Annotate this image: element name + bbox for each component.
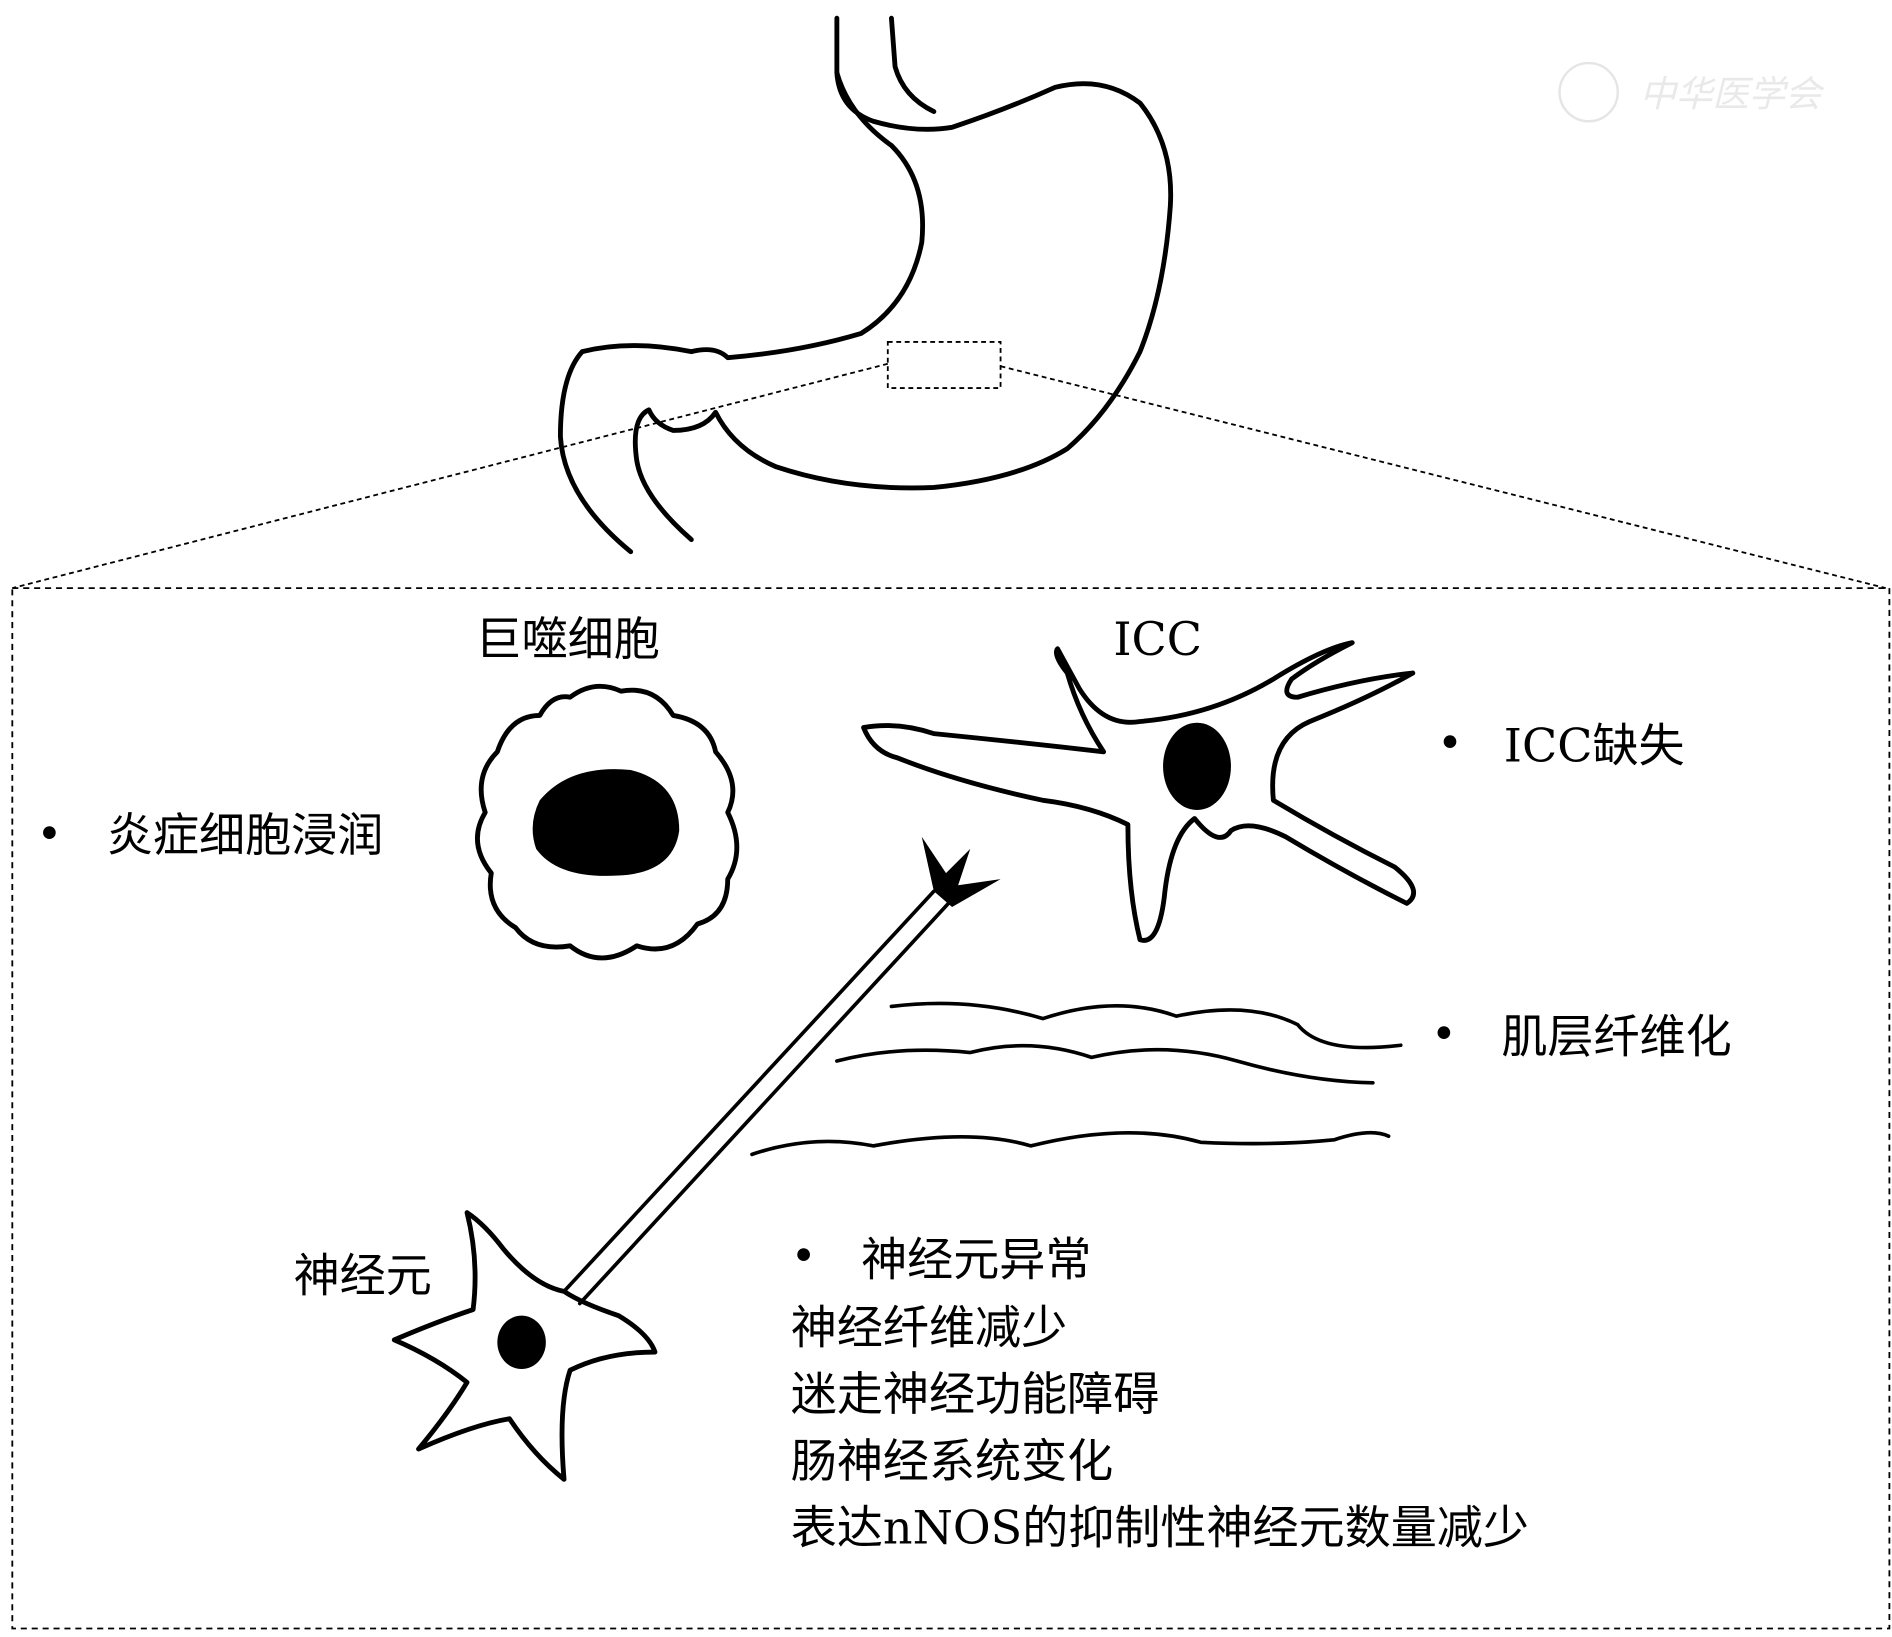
finding-fibrosis: 肌层纤维化 <box>1501 1010 1731 1064</box>
bullet: • <box>1437 718 1463 769</box>
neuron-findings: • 神经元异常 神经纤维减少 迷走神经功能障碍 肠神经系统变化 表达nNOS的抑… <box>791 1231 1529 1555</box>
finding-icc-loss: ICC缺失 <box>1504 719 1685 773</box>
bullet: • <box>791 1231 817 1282</box>
icc-label: ICC <box>1113 612 1202 666</box>
macrophage-label: 巨噬细胞 <box>476 612 660 666</box>
bullet: • <box>1431 1009 1457 1060</box>
bullet: • <box>37 809 63 860</box>
society-seal-icon <box>1558 61 1619 123</box>
watermark: 中华医学会 <box>1558 61 1825 123</box>
icc-nucleus <box>1163 722 1231 811</box>
neuron-label: 神经元 <box>294 1248 432 1302</box>
finding-neuron-abnormal: 神经元异常 <box>861 1233 1091 1287</box>
magnified-tissue-box <box>11 587 1891 1630</box>
macrophage-cell: 巨噬细胞 • 炎症细胞浸润 <box>37 612 740 961</box>
finding-detail: 神经纤维减少 <box>791 1301 1067 1355</box>
zoom-region-box <box>886 341 1002 389</box>
icc-cell: ICC • ICC缺失 <box>861 612 1685 943</box>
muscle-fibrosis-lines: • 肌层纤维化 <box>750 1001 1732 1157</box>
finding-detail: 肠神经系统变化 <box>791 1434 1113 1488</box>
stomach-drawing <box>12 15 1886 589</box>
finding-inflammation: 炎症细胞浸润 <box>107 808 383 862</box>
macrophage-nucleus <box>532 769 680 876</box>
neuron-nucleus <box>497 1315 546 1370</box>
watermark-text: 中华医学会 <box>1640 73 1825 116</box>
axon-terminal <box>921 836 1001 908</box>
finding-detail: 表达nNOS的抑制性神经元数量减少 <box>791 1501 1529 1555</box>
neuron-cell: 神经元 <box>294 836 1001 1482</box>
finding-detail: 迷走神经功能障碍 <box>791 1367 1160 1421</box>
